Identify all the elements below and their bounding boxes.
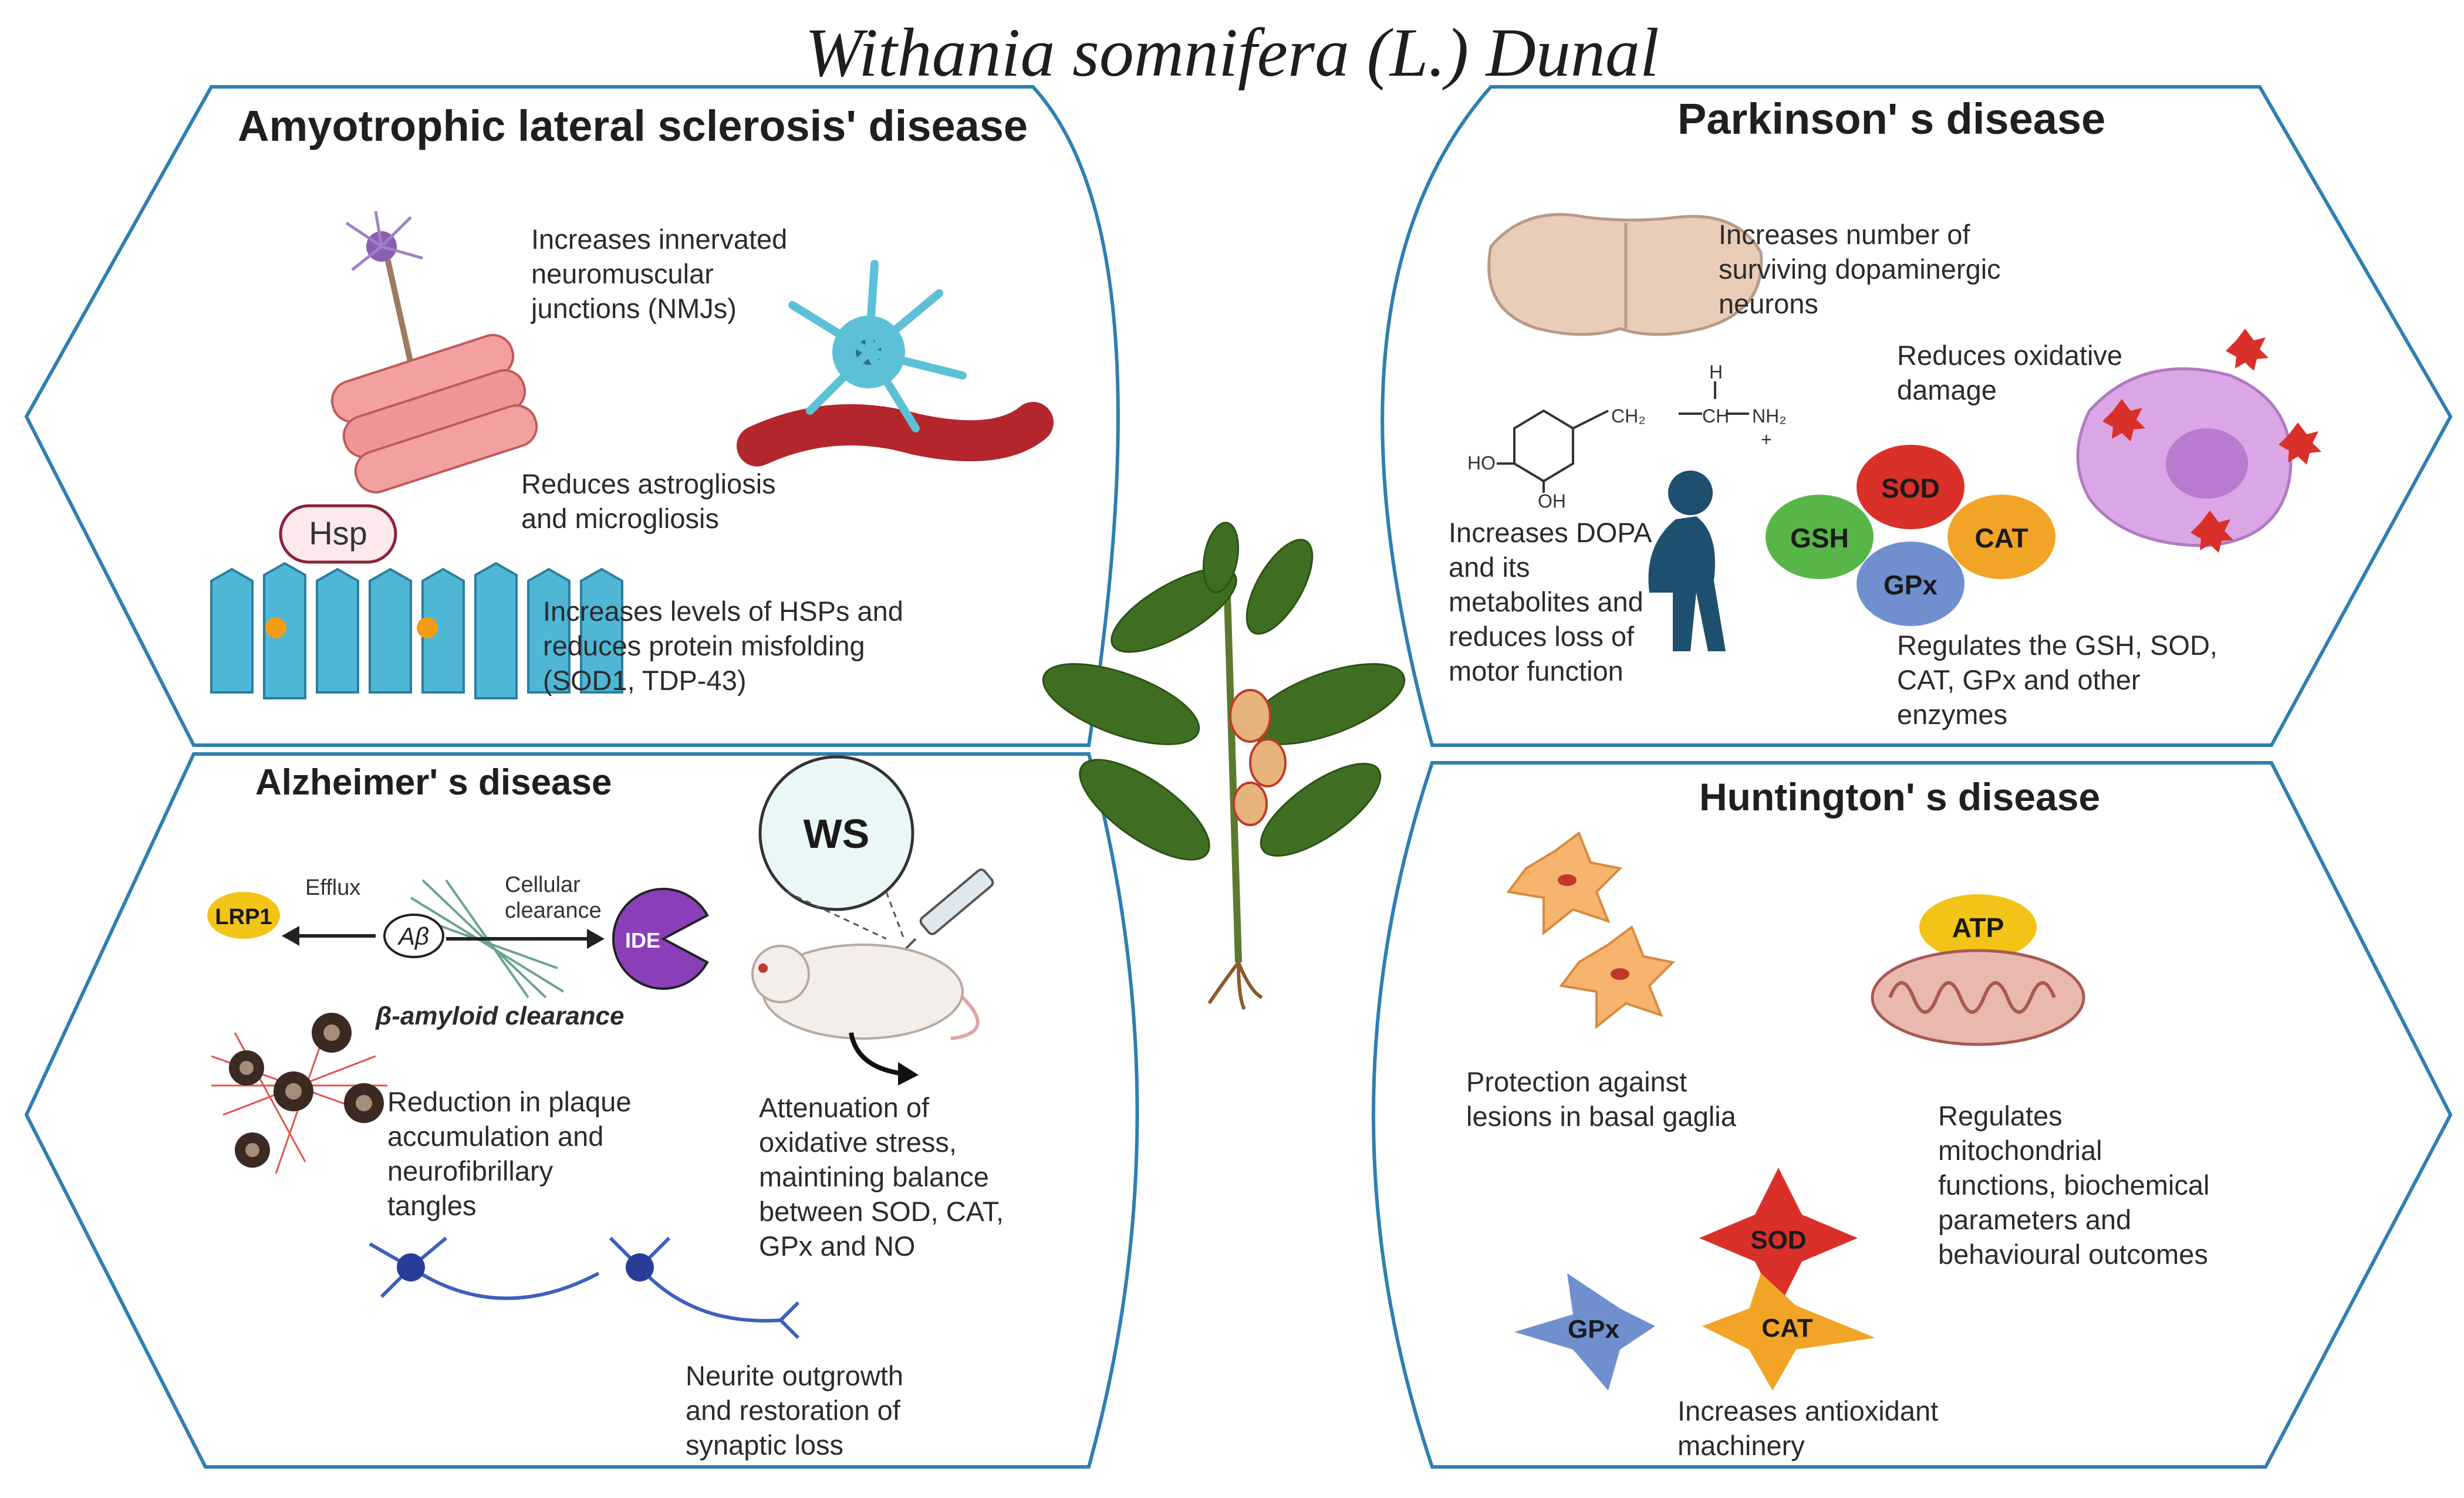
cellular-clearance-line-1: Cellular — [505, 873, 580, 897]
enzyme-gsh: GSH — [1790, 523, 1849, 553]
atp-badge: ATP — [1919, 894, 2037, 960]
molecule-nh2-label: NH₂ — [1752, 405, 1787, 427]
neuron-icon — [345, 211, 423, 365]
ws-magnifier-icon: WS — [758, 755, 914, 940]
efflux-arrowhead — [282, 926, 299, 946]
amyloid-clearance-caption: β-amyloid clearance — [376, 1002, 625, 1030]
abeta-label: Aβ — [397, 922, 429, 950]
huntington-heading: Huntington' s disease — [1699, 775, 2101, 819]
molecule-ch2-label: CH₂ — [1611, 405, 1646, 427]
als-effect-nmj: Increases innervated neuromuscular junct… — [531, 224, 788, 324]
mitochondrion-icon — [1871, 949, 2085, 1046]
enzyme-gpx: GPx — [1884, 570, 1938, 600]
molecule-h-label: H — [1709, 361, 1723, 383]
lrp1-label: LRP1 — [215, 905, 272, 929]
hsp-protein-icon: Hsp — [210, 504, 623, 699]
als-heading: Amyotrophic lateral sclerosis' disease — [238, 102, 1028, 150]
alzheimer-effect-oxidative: Attenuation of oxidative stress, maintin… — [759, 1092, 1004, 1262]
efflux-label: Efflux — [305, 875, 360, 900]
huntington-enzyme-stars: SOD GPx CAT — [1514, 1168, 1875, 1391]
parkinson-effect-neurons: Increases number of surviving dopaminerg… — [1719, 219, 2001, 319]
als-effect-gliosis: Reduces astrogliosis and microgliosis — [521, 468, 776, 534]
muscle-fiber-icon — [330, 334, 538, 493]
molecule-charge-label: + — [1761, 429, 1772, 450]
hsp-label: Hsp — [309, 515, 367, 552]
molecule-ho-label: HO — [1467, 452, 1496, 474]
syringe-icon — [897, 868, 994, 958]
amyloid-plaques-icon — [211, 1013, 387, 1174]
parkinson-effect-dopa: Increases DOPA and its metabolites and r… — [1449, 517, 1652, 687]
cellular-clearance-label: Cellular clearance — [505, 873, 602, 923]
ide-label: IDE — [625, 928, 660, 952]
panel-alzheimer-outline — [24, 752, 1139, 1469]
parkinson-enzyme-cluster: SOD GSH CAT GPx — [1766, 445, 2055, 626]
molecule-ch-label: CH — [1702, 405, 1729, 427]
mouse-icon — [751, 944, 980, 1040]
parkinson-heading: Parkinson' s disease — [1677, 94, 2106, 143]
parkinson-effect-oxidative: Reduces oxidative damage — [1897, 340, 2123, 405]
star-sod: SOD — [1750, 1226, 1806, 1254]
cellular-clearance-line-2: clearance — [505, 898, 602, 923]
enzyme-sod: SOD — [1881, 473, 1940, 503]
als-effect-hsp: Increases levels of HSPs and reduces pro… — [543, 596, 903, 696]
huntington-effect-antioxidant: Increases antioxidant machinery — [1677, 1395, 1939, 1461]
curved-arrow-icon — [849, 1032, 904, 1076]
oxidative-cell-icon — [2076, 329, 2321, 553]
huntington-effect-lesions: Protection against lesions in basal gagl… — [1466, 1066, 1736, 1132]
dopamine-molecule-icon — [1497, 381, 1749, 493]
brainstem-icon — [1487, 213, 1763, 336]
star-gpx: GPx — [1568, 1315, 1620, 1344]
panel-huntington-outline — [1372, 761, 2453, 1469]
curved-arrowhead — [898, 1062, 919, 1086]
lrp1-receptor: LRP1 — [207, 892, 280, 939]
alzheimer-heading: Alzheimer' s disease — [255, 762, 612, 803]
star-cat: CAT — [1761, 1314, 1812, 1343]
parkinson-patient-icon — [1648, 471, 1726, 651]
huntington-effect-mito: Regulates mitochondrial functions, bioch… — [1938, 1100, 2210, 1270]
alzheimer-effect-neurite: Neurite outgrowth and restoration of syn… — [686, 1360, 903, 1460]
clearance-arrowhead — [587, 929, 605, 949]
enzyme-cat: CAT — [1974, 523, 2028, 553]
ide-enzyme: IDE — [612, 888, 709, 990]
molecule-oh-label: OH — [1538, 491, 1566, 512]
alzheimer-effect-plaque: Reduction in plaque accumulation and neu… — [387, 1086, 632, 1221]
ws-label: WS — [804, 811, 870, 857]
astrocyte-vessel-icon — [737, 260, 1054, 466]
parkinson-effect-enzymes: Regulates the GSH, SOD, CAT, GPx and oth… — [1897, 630, 2217, 730]
diagram-title: Withania somnifera (L.) Dunal — [805, 14, 1659, 91]
withania-plant-icon — [1042, 522, 1406, 1010]
atp-label: ATP — [1952, 912, 2004, 943]
